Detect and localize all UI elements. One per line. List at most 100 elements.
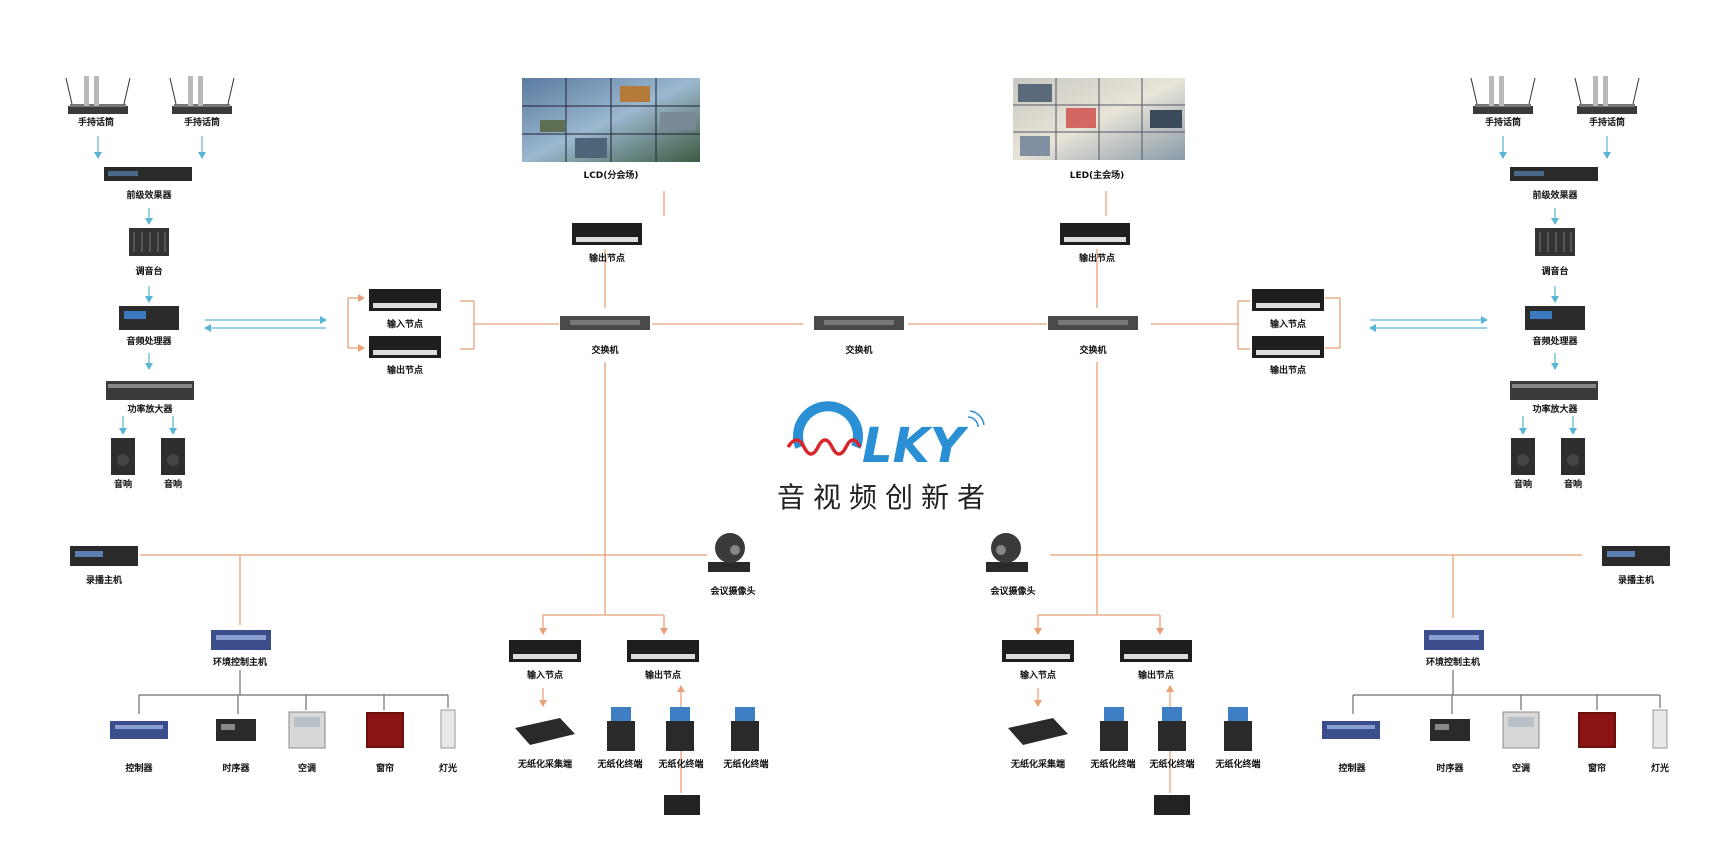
label-audio-processor: 音频处理器 [126,335,172,347]
label-led-main: LED(主会场) [1070,169,1125,181]
label-paperless-terminal: 无纸化终端 [596,758,642,770]
label-env-control-host: 环境控制主机 [213,656,267,668]
host-box-icon [664,795,700,815]
label-handheld-mic: 手持话筒 [78,116,114,128]
logo-wave-icon [786,401,985,456]
label-paperless-terminal: 无纸化终端 [1214,758,1260,770]
label-handheld-mic: 手持话筒 [184,116,220,128]
label-paperless-terminal: 无纸化终端 [1089,758,1135,770]
label-curtain: 窗帘 [1588,762,1606,774]
label-paperless-terminal: 无纸化终端 [1148,758,1194,770]
speaker-icon [1511,438,1535,475]
paperless-terminal-icon [666,707,694,751]
logo-slogan: 音视频创新者 [777,481,993,514]
label-input-node: 输入节点 [387,318,423,330]
paperless-terminal-icon [731,707,759,751]
mixer-icon [129,228,169,256]
output-node-icon [1120,640,1192,662]
conference-camera-icon [986,533,1028,572]
label-switch: 交换机 [1079,344,1106,356]
network-switch-icon [814,316,904,330]
label-speaker: 音响 [114,478,132,490]
paperless-terminal-icon [1158,707,1186,751]
conference-camera-icon [708,533,750,572]
mixer-icon [1535,228,1575,256]
lcd-video-wall [522,78,700,162]
logo: LKY 音视频创新者 [777,401,993,514]
recording-host-icon [1602,546,1670,566]
label-input-node: 输入节点 [527,669,563,681]
label-env-control-host: 环境控制主机 [1426,656,1480,668]
audio-processor-icon [1525,306,1585,330]
label-power-amp: 功率放大器 [1532,403,1578,415]
label-audio-processor: 音频处理器 [1532,335,1578,347]
label-paperless-collector: 无纸化采集端 [517,758,572,770]
power-amp-icon [106,381,194,400]
label-preamp-effects: 前级效果器 [126,189,172,201]
label-speaker: 音响 [1514,478,1532,490]
preamp-effects-icon [104,167,192,181]
label-output-node: 输出节点 [1138,669,1174,681]
label-air-conditioner: 空调 [1512,762,1530,774]
paperless-terminal-icon [1100,707,1128,751]
output-node-icon [627,640,699,662]
paperless-collector-icon [1008,718,1068,745]
curtain-icon [366,712,404,748]
sequencer-icon [216,719,256,741]
power-amp-icon [1510,381,1598,400]
label-curtain: 窗帘 [376,762,394,774]
label-input-node: 输入节点 [1020,669,1056,681]
label-mixer: 调音台 [1541,265,1568,277]
label-speaker: 音响 [164,478,182,490]
host-box-icon [1154,795,1190,815]
paperless-terminal-icon [607,707,635,751]
lighting-icon [1652,709,1668,749]
recording-host-icon [70,546,138,566]
label-controller: 控制器 [1338,762,1366,774]
input-node-icon [1252,289,1324,311]
label-lcd-sub: LCD(分会场) [583,169,638,181]
input-node-icon [369,289,441,311]
handheld-mic-icon [1470,76,1536,114]
label-paperless-collector: 无纸化采集端 [1010,758,1065,770]
label-output-node: 输出节点 [1079,252,1115,264]
label-switch: 交换机 [845,344,872,356]
network-switch-icon [560,316,650,330]
input-node-icon [1002,640,1074,662]
output-node-icon [1252,336,1324,358]
output-node-icon [1060,223,1130,245]
label-output-node: 输出节点 [1270,364,1306,376]
speaker-icon [161,438,185,475]
sequencer-icon [1430,719,1470,741]
label-paperless-terminal: 无纸化终端 [657,758,703,770]
label-switch: 交换机 [591,344,618,356]
output-node-icon [369,336,441,358]
speaker-icon [111,438,135,475]
label-conference-camera: 会议摄像头 [990,585,1035,597]
label-output-node: 输出节点 [387,364,423,376]
label-paperless-terminal: 无纸化终端 [722,758,768,770]
controller-icon [1322,721,1380,739]
air-conditioner-icon [288,711,326,749]
label-preamp-effects: 前级效果器 [1532,189,1578,201]
label-recording-host: 录播主机 [86,574,122,586]
label-power-amp: 功率放大器 [127,403,173,415]
label-air-conditioner: 空调 [298,762,316,774]
air-conditioner-icon [1502,711,1540,749]
label-sequencer: 时序器 [1436,762,1464,774]
handheld-mic-icon [169,76,235,114]
curtain-icon [1578,712,1616,748]
label-output-node: 输出节点 [589,252,625,264]
label-recording-host: 录播主机 [1618,574,1654,586]
handheld-mic-icon [65,76,131,114]
audio-processor-icon [119,306,179,330]
env-control-host-icon [211,630,271,650]
paperless-collector-icon [515,718,575,745]
label-sequencer: 时序器 [222,762,250,774]
labels: 手持话筒 手持话筒 手持话筒 手持话筒 前级效果器 前级效果器 调音台 调音台 … [78,116,1669,774]
label-lighting: 灯光 [439,762,457,774]
paperless-terminal-icon [1224,707,1252,751]
connection-lines [94,136,1661,793]
network-switch-icon [1048,316,1138,330]
